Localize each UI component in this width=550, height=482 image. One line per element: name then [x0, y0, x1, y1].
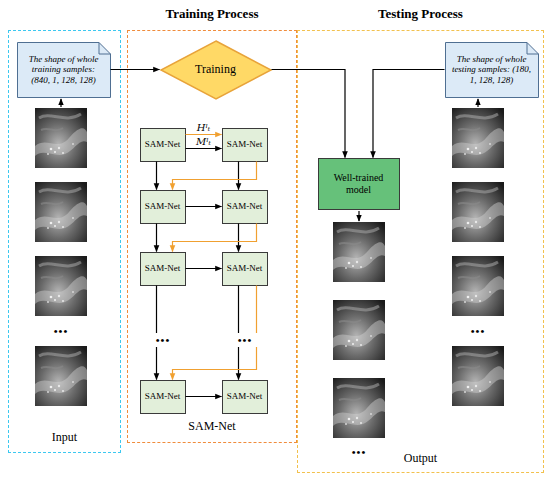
state-arrow	[173, 286, 257, 380]
decision-diamond: Training	[160, 40, 272, 100]
flow-arrow	[238, 162, 239, 190]
ellipsis-mark: •••	[149, 333, 177, 347]
sample-image	[35, 346, 87, 406]
state-label: Mˡₜ	[184, 136, 224, 148]
process-box: SAM-Net	[222, 190, 268, 224]
ellipsis-mark: •••	[345, 445, 373, 459]
card-fold	[99, 42, 111, 54]
node-text: SAM-Net	[145, 139, 181, 149]
state-arrow	[186, 134, 222, 135]
group-label: Input	[0, 429, 140, 445]
flow-arrow	[238, 224, 239, 252]
flow-arrow	[238, 286, 239, 380]
state-label: Hˡₜ	[184, 122, 224, 134]
output-image	[333, 300, 385, 360]
group-label: SAM-Net	[108, 418, 316, 434]
process-group: The shape of whole training samples: (84…	[8, 30, 121, 453]
data-shape-card: The shape of whole training samples: (84…	[17, 42, 111, 98]
section-heading: Training Process	[108, 6, 316, 22]
card-fold	[527, 42, 539, 54]
process-group: TrainingSAM-NetSAM-NetSAM-NetSAM-NetSAM-…	[127, 30, 297, 443]
node-text: SAM-Net	[145, 263, 181, 273]
node-text: SAM-Net	[227, 201, 263, 211]
output-image	[333, 222, 385, 282]
node-text: The shape of whole testing samples: (180…	[451, 54, 533, 85]
process-box: SAM-Net	[222, 380, 268, 414]
process-box: SAM-Net	[222, 252, 268, 286]
node-text: The shape of whole training samples: (84…	[23, 54, 105, 85]
process-box: SAM-Net	[222, 128, 268, 162]
sample-image	[35, 108, 87, 168]
diamond-shape	[161, 41, 271, 99]
flow-arrow	[272, 70, 346, 158]
image-arrow	[477, 99, 478, 107]
state-arrow	[173, 162, 257, 190]
node-text: SAM-Net	[227, 263, 263, 273]
process-box: SAM-Net	[140, 190, 186, 224]
sample-image	[452, 182, 504, 242]
node-text: Well-trained model	[326, 172, 392, 195]
image-arrow	[60, 99, 61, 107]
process-box: SAM-Net	[140, 128, 186, 162]
process-box: SAM-Net	[140, 380, 186, 414]
state-arrow	[173, 224, 257, 252]
node-text: SAM-Net	[227, 139, 263, 149]
flow-arrow	[111, 69, 160, 70]
section-heading: Testing Process	[278, 6, 550, 22]
flow-arrow	[186, 148, 222, 149]
flow-arrow	[373, 70, 445, 158]
output-image	[333, 378, 385, 438]
data-shape-card: The shape of whole testing samples: (180…	[445, 42, 539, 98]
sample-image	[35, 256, 87, 316]
ellipsis-mark: •••	[464, 324, 492, 338]
node-text: Training	[195, 63, 236, 77]
group-label: Output	[278, 450, 550, 466]
process-box: SAM-Net	[140, 252, 186, 286]
ellipsis-mark: •••	[47, 324, 75, 338]
sample-image	[35, 182, 87, 242]
flow-arrow	[186, 268, 222, 269]
sample-image	[452, 346, 504, 406]
flow-arrow	[186, 206, 222, 207]
flow-arrow	[156, 224, 157, 252]
sample-image	[452, 108, 504, 168]
process-group: The shape of whole testing samples: (180…	[297, 30, 544, 473]
flow-arrow	[186, 396, 222, 397]
flow-arrow	[156, 286, 157, 380]
card-shape	[17, 42, 110, 97]
node-text: SAM-Net	[227, 391, 263, 401]
node-text: SAM-Net	[145, 391, 181, 401]
output-arrow	[358, 211, 359, 221]
card-shape	[445, 42, 538, 97]
ellipsis-mark: •••	[231, 333, 259, 347]
process-box: Well-trained model	[318, 158, 400, 210]
node-text: SAM-Net	[145, 201, 181, 211]
flow-arrow	[156, 162, 157, 190]
sample-image	[452, 256, 504, 316]
